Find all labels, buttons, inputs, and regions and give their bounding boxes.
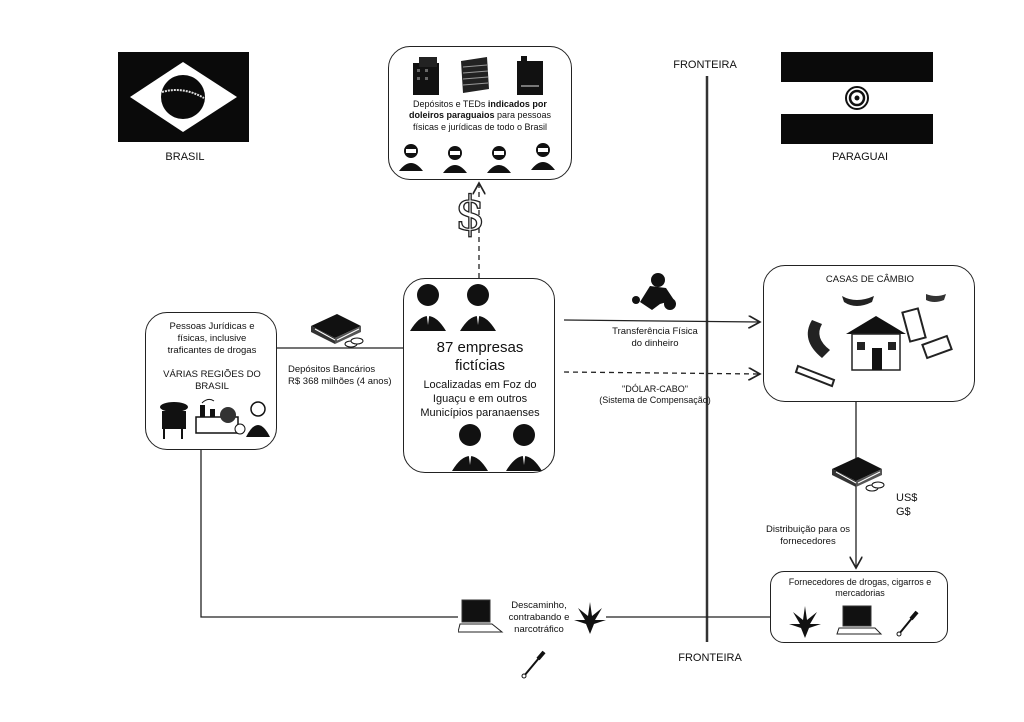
farmer-icon <box>160 402 188 439</box>
building-icon <box>517 56 543 95</box>
fornecedores-icons <box>789 605 919 638</box>
businessman-icon <box>506 424 542 471</box>
transferencia-label: Transferência Física do dinheiro <box>612 326 698 349</box>
factory-icon <box>195 398 246 435</box>
banknote-icon <box>926 294 946 302</box>
brasil-flag-icon <box>118 52 249 142</box>
currency-label: US$ G$ <box>896 492 918 518</box>
paraguai-flag <box>781 52 933 144</box>
businessman-icon <box>410 284 446 331</box>
laptop-icon <box>836 605 883 635</box>
paraguai-label: PARAGUAI <box>831 151 889 163</box>
businessman-icon <box>460 284 496 331</box>
dolar-cabo-arrow <box>563 372 760 374</box>
building-icon <box>413 57 439 95</box>
doleiros-text: Depósitos e TEDs indicados por doleiros … <box>408 99 552 132</box>
laptop-icon <box>458 599 504 633</box>
pen-icon <box>521 650 546 679</box>
person-icon <box>399 144 423 171</box>
border-label-bottom: FRONTEIRA <box>678 652 742 664</box>
casas-title: CASAS DE CÂMBIO <box>825 274 915 285</box>
house-icon <box>846 316 906 371</box>
person-icon <box>531 143 555 170</box>
border-label-top: FRONTEIRA <box>673 59 737 71</box>
dollar-sign-icon: $ <box>454 186 486 242</box>
banknote-icon <box>842 296 874 306</box>
banknote-icon <box>807 320 830 358</box>
pessoas-icons <box>160 398 270 439</box>
persons-row <box>399 143 555 173</box>
cash-stack-icon <box>832 457 885 492</box>
cannabis-leaf-icon <box>574 602 606 634</box>
pen-icon <box>896 610 919 637</box>
empresas-subtitle: Localizadas em Foz do Iguaçu e em outros… <box>420 379 540 419</box>
banknote-icon <box>794 364 836 388</box>
exchange-house-icon <box>794 294 953 388</box>
banknote-icon <box>901 307 927 343</box>
pessoas-description: Pessoas Jurídicas e físicas, inclusive t… <box>167 321 257 356</box>
courier-icon <box>632 273 676 310</box>
descaminho-label: Descaminho, contrabando e narcotráfico <box>508 600 570 635</box>
cannabis-leaf-icon <box>789 606 821 638</box>
paraguai-flag-icon <box>781 52 933 144</box>
banknote-icon <box>921 334 953 360</box>
doleiros-box: Depósitos e TEDs indicados por doleiros … <box>388 46 572 180</box>
brasil-label: BRASIL <box>165 151 205 163</box>
fornecedores-title: Fornecedores de drogas, cigarros e merca… <box>788 577 932 599</box>
smuggling-return-line <box>200 449 458 618</box>
depositos-label: Depósitos Bancários R$ 368 milhões (4 an… <box>288 364 392 387</box>
businessman-icon <box>452 424 488 471</box>
physical-transfer-arrow <box>563 320 760 322</box>
casas-box: CASAS DE CÂMBIO <box>763 265 975 402</box>
businessman-icon <box>246 401 270 437</box>
dolar-cabo-label: "DÓLAR-CABO" (Sistema de Compensação) <box>599 384 711 406</box>
pessoas-regions: VÁRIAS REGIÕES DO BRASIL <box>163 369 261 392</box>
fornecedores-box: Fornecedores de drogas, cigarros e merca… <box>770 571 948 643</box>
person-icon <box>487 146 511 173</box>
person-icon <box>443 146 467 173</box>
empresas-box: 87 empresas fictícias Localizadas em Foz… <box>403 278 555 473</box>
persons-top <box>410 284 496 331</box>
brasil-flag <box>118 52 249 142</box>
empresas-title: 87 empresas fictícias <box>436 339 524 374</box>
distribuicao-label: Distribuição para os fornecedores <box>766 524 850 547</box>
cash-stack-icon <box>311 314 364 348</box>
persons-bottom <box>452 424 542 471</box>
building-icon <box>461 57 489 93</box>
buildings-icons <box>413 56 543 95</box>
pessoas-box: Pessoas Jurídicas e físicas, inclusive t… <box>145 312 277 450</box>
